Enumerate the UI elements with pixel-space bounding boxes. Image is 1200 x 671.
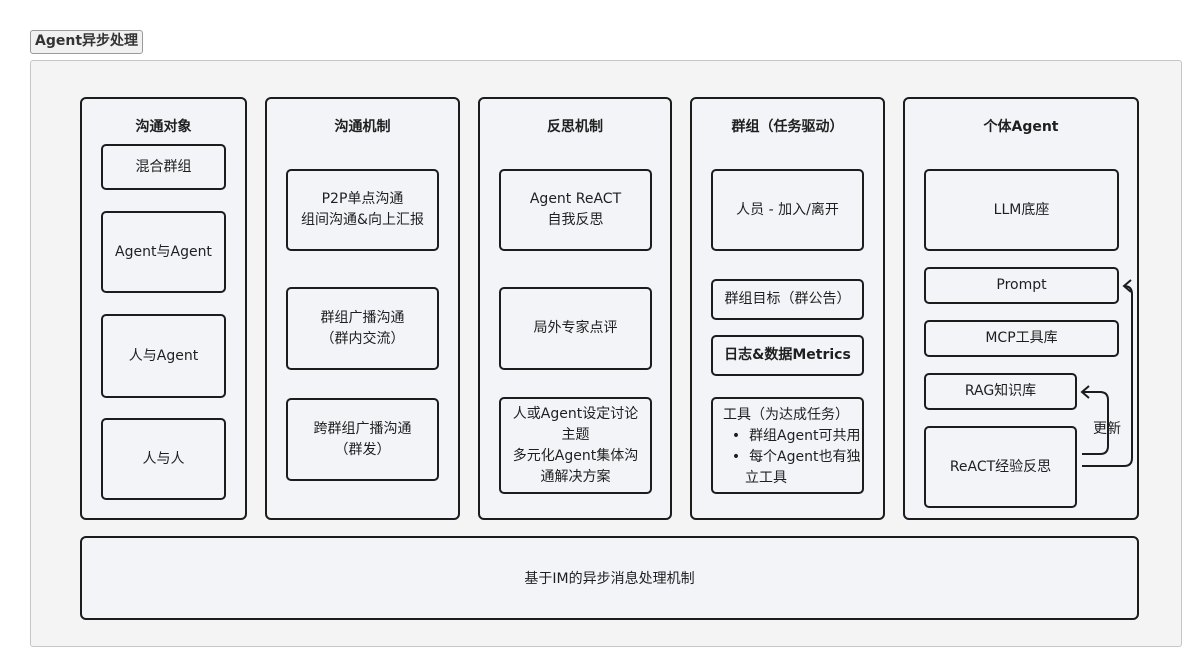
box-p2p: P2P单点沟通 组间沟通&向上汇报 <box>286 169 439 251</box>
box-line: 局外专家点评 <box>533 320 618 336</box>
box-llm-base: LLM底座 <box>924 169 1119 251</box>
diagram-title: Agent异步处理 <box>30 30 144 54</box>
column-title: 沟通对象 <box>135 119 192 135</box>
column-title: 沟通机制 <box>334 119 391 135</box>
tools-bullet-continuation: 立工具 <box>723 468 787 489</box>
box-label: 人与Agent <box>128 347 199 364</box>
box-label: RAG知识库 <box>964 383 1037 399</box>
bottom-label: 基于IM的异步消息处理机制 <box>524 571 695 587</box>
im-async-mechanism: 基于IM的异步消息处理机制 <box>80 536 1139 620</box>
box-cross-group-broadcast: 跨群组广播沟通 （群发） <box>286 398 439 481</box>
box-prompt: Prompt <box>924 267 1119 304</box>
box-mixed-group: 混合群组 <box>101 144 226 190</box>
box-tools: 工具（为达成任务） • 群组Agent可共用 • 每个Agent也有独 立工具 <box>711 397 864 494</box>
box-agent-agent: Agent与Agent <box>101 211 226 293</box>
box-line: 主题 <box>561 426 590 443</box>
box-mcp-tools: MCP工具库 <box>924 320 1119 357</box>
box-logs-metrics: 日志&数据Metrics <box>711 335 864 376</box>
box-line: 跨群组广播沟通 <box>313 420 412 437</box>
box-label: MCP工具库 <box>985 330 1058 346</box>
bullet-text: 群组Agent可共用 <box>749 428 861 444</box>
box-line: 多元化Agent集体沟 <box>512 447 639 464</box>
box-react-self-reflection: Agent ReACT 自我反思 <box>499 169 652 251</box>
bullet-text: 立工具 <box>745 470 787 486</box>
tools-bullet: • 每个Agent也有独 <box>723 449 861 465</box>
box-label: 群组目标（群公告） <box>724 291 851 307</box>
column-title: 个体Agent <box>983 119 1059 135</box>
box-label: ReACT经验反思 <box>949 458 1052 475</box>
box-line: 组间沟通&向上汇报 <box>301 212 424 228</box>
tools-title: 工具（为达成任务） <box>723 407 849 423</box>
bullet-text: 每个Agent也有独 <box>749 449 861 465</box>
box-line: P2P单点沟通 <box>321 191 404 207</box>
box-members-join-leave: 人员 - 加入/离开 <box>711 169 864 251</box>
box-human-human: 人与人 <box>101 418 226 500</box>
box-line: 自我反思 <box>547 212 604 228</box>
box-group-goal: 群组目标（群公告） <box>711 279 864 320</box>
box-label: 日志&数据Metrics <box>724 347 851 363</box>
box-group-broadcast: 群组广播沟通 （群内交流） <box>286 287 439 370</box>
box-line: 通解决方案 <box>540 468 611 485</box>
box-label: LLM底座 <box>993 201 1050 218</box>
box-external-expert-review: 局外专家点评 <box>499 287 652 370</box>
box-rag-knowledge: RAG知识库 <box>924 373 1077 410</box>
box-label: Prompt <box>996 277 1047 293</box>
column-title: 群组（任务驱动） <box>731 119 844 135</box>
box-label: 人与人 <box>142 450 185 467</box>
box-react-experience: ReACT经验反思 <box>924 426 1077 508</box>
box-line: （群发） <box>334 441 391 458</box>
box-line: Agent ReACT <box>529 191 622 207</box>
update-label: 更新 <box>1093 421 1121 437</box>
box-line: （群内交流） <box>320 330 405 347</box>
box-label: Agent与Agent <box>115 243 212 260</box>
box-label: 混合群组 <box>135 158 192 175</box>
box-line: 人或Agent设定讨论 <box>512 405 639 422</box>
box-collective-discussion: 人或Agent设定讨论 主题 多元化Agent集体沟 通解决方案 <box>499 397 652 494</box>
column-title: 反思机制 <box>547 119 603 135</box>
box-label: 人员 - 加入/离开 <box>736 201 839 218</box>
tools-bullet: • 群组Agent可共用 <box>723 428 861 444</box>
box-line: 群组广播沟通 <box>320 309 405 326</box>
box-human-agent: 人与Agent <box>101 314 226 398</box>
